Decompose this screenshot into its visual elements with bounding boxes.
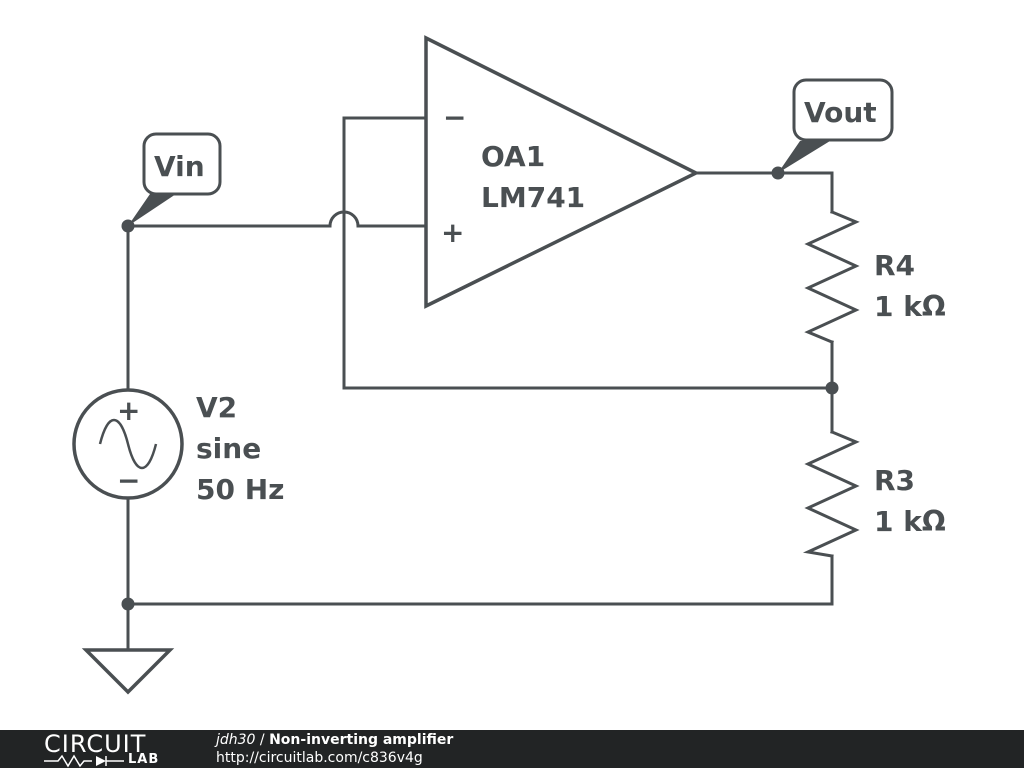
resistor-r3[interactable]: R3 1 kΩ	[802, 430, 946, 558]
footer-info: jdh30 / Non-inverting amplifier http://c…	[216, 731, 453, 767]
junction-feedback	[825, 381, 839, 395]
junction-ground	[121, 597, 135, 611]
opamp-name-label: OA1	[481, 140, 545, 173]
source-freq-label: 50 Hz	[196, 473, 284, 506]
r4-zigzag	[804, 210, 860, 344]
r4-name-label: R4	[874, 249, 915, 282]
vout-tag-pointer	[778, 141, 830, 173]
r3-zigzag	[802, 430, 860, 558]
wire-r3-bottom	[126, 554, 834, 606]
logo-lab-text: LAB	[128, 752, 160, 767]
opamp-part-label: LM741	[481, 181, 585, 214]
opamp-plus-sign: +	[441, 216, 464, 249]
vout-tag-label: Vout	[804, 96, 877, 129]
voltage-source-v2[interactable]: + − V2 sine 50 Hz	[72, 388, 284, 506]
net-tag-vout[interactable]: Vout	[778, 78, 894, 173]
r3-name-label: R3	[874, 464, 915, 497]
source-minus-sign: −	[117, 464, 140, 497]
sine-wave-icon	[98, 419, 158, 469]
opamp-triangle	[424, 35, 700, 309]
logo-circuit-text: CIRCUIT	[44, 730, 147, 758]
opamp-minus-sign: −	[443, 101, 466, 134]
net-tag-vin[interactable]: Vin	[128, 132, 222, 226]
opamp-oa1[interactable]: − + OA1 LM741	[424, 35, 700, 309]
title-separator: /	[255, 732, 270, 748]
wires	[126, 116, 834, 652]
circuit-url-link[interactable]: http://circuitlab.com/c836v4g	[216, 750, 423, 766]
source-plus-sign: +	[117, 394, 140, 427]
r4-value-label: 1 kΩ	[874, 290, 946, 323]
circuitlab-logo[interactable]: CIRCUIT LAB	[44, 732, 174, 768]
vout-tag-box	[792, 78, 894, 142]
ground-symbol-icon[interactable]	[81, 648, 175, 695]
wire-output	[694, 171, 834, 214]
resistor-r4[interactable]: R4 1 kΩ	[804, 210, 946, 344]
vin-tag-pointer	[128, 194, 176, 226]
vin-tag-box	[142, 132, 222, 196]
r3-value-label: 1 kΩ	[874, 505, 946, 538]
logo-resistor-icon	[44, 754, 124, 768]
circuit-schematic: − + OA1 LM741 R4 1 kΩ R3 1 kΩ + − V2 sin…	[72, 35, 946, 695]
source-circle	[72, 388, 184, 500]
wire-minus-feedback	[342, 116, 834, 390]
circuit-title: Non-inverting amplifier	[269, 732, 454, 748]
footer-bar: CIRCUIT LAB jdh30 / Non-inverting amplif…	[0, 730, 1024, 768]
author-name[interactable]: jdh30	[216, 732, 256, 748]
source-type-label: sine	[196, 432, 261, 465]
wire-vin-to-plus	[126, 210, 428, 228]
vin-tag-label: Vin	[154, 150, 205, 183]
source-name-label: V2	[196, 391, 237, 424]
